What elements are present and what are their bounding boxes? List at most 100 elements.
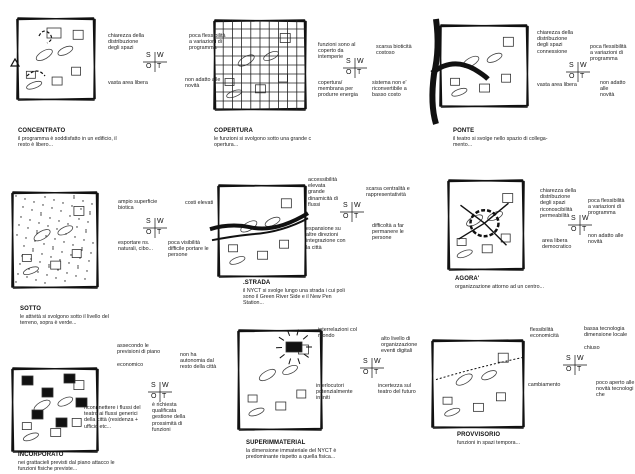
sotto-dot	[59, 259, 61, 261]
incorporato-swot-o: O	[151, 393, 157, 400]
sotto-dot	[29, 219, 31, 221]
agora-room	[456, 238, 467, 246]
sotto-dot	[55, 277, 57, 279]
agora-strengths: chiarezza della distribuzione degli spaz…	[540, 188, 576, 219]
sotto-dot	[16, 234, 18, 236]
concentrato-dashed-line	[38, 30, 53, 44]
provvisorio-room	[495, 392, 506, 402]
sotto-dot	[49, 217, 51, 219]
sotto-dot	[51, 207, 53, 209]
sotto-strengths: ampio superficie biotica	[118, 199, 158, 212]
strada-swot-s: S	[343, 202, 348, 209]
sotto-dot	[50, 256, 52, 258]
strada-swot-w: W	[354, 202, 361, 209]
incorporato-opportunities: riconnnettere i flussi del teatro ai flu…	[84, 405, 141, 430]
concentrato-green-blob	[35, 48, 53, 61]
strada-swot-t: T	[354, 213, 359, 220]
strada-green-blob	[229, 256, 246, 265]
strada-sketch-frame	[217, 184, 307, 278]
agora-description: organizzazione attorno ad un centro...	[455, 284, 544, 290]
sotto-dot	[18, 224, 20, 226]
strada-room	[280, 198, 292, 209]
sotto-dot	[81, 249, 83, 251]
superimmaterial-green-blob	[282, 364, 298, 376]
concentrato-room	[25, 70, 36, 79]
sotto-room	[50, 260, 62, 270]
concentrato-room	[71, 66, 81, 76]
sotto-green-blob	[57, 225, 74, 236]
sotto-dot	[24, 198, 26, 200]
sotto-dot	[37, 271, 39, 273]
sotto-dot	[62, 202, 64, 204]
sotto-dot	[40, 214, 42, 216]
sotto-dot	[39, 261, 41, 263]
concentrato-threats: non adatto alle novità	[185, 77, 221, 90]
strada-road-edge	[211, 217, 309, 242]
sotto-weaknesses: costi elevati	[185, 200, 214, 206]
copertura-swot-t: T	[357, 69, 362, 76]
sotto-dot	[79, 257, 81, 259]
ponte-room	[479, 83, 491, 93]
sotto-dot	[41, 253, 43, 255]
provvisorio-room	[442, 396, 453, 405]
copertura-threats: sistema non e' riconvertibile a basso co…	[372, 80, 407, 99]
sotto-dot	[73, 195, 75, 197]
sotto-room	[71, 249, 82, 259]
ponte-title: PONTE	[453, 128, 475, 134]
incorporato-swot-t: T	[162, 393, 167, 400]
copertura-sketch-frame	[213, 19, 307, 111]
superimmaterial-ray	[279, 353, 285, 359]
ponte-threats: non adatto alle novità	[600, 80, 626, 99]
superimmaterial-strengths: interrelazioni col mondo	[318, 327, 357, 340]
agora-swot-o: O	[571, 226, 577, 233]
sotto-dot	[46, 274, 48, 276]
sotto-swot-s: S	[146, 218, 151, 225]
superimmaterial-title: SUPERIMMATERIAL	[246, 440, 306, 446]
sotto-dot	[87, 221, 89, 223]
strada-threats: difficoltà a far permanere le persone	[372, 223, 404, 242]
provvisorio-title: PROVVISORIO	[457, 432, 501, 438]
sotto-dot	[74, 236, 76, 238]
agora-spoke	[458, 222, 485, 240]
sotto-dot	[65, 233, 67, 235]
superimmaterial-ray	[296, 329, 299, 336]
copertura-swot-w: W	[357, 58, 364, 65]
sotto-dot	[68, 262, 70, 264]
superimmaterial-threats: incertezza sul teatro del futuro	[378, 383, 416, 396]
superimmaterial-ray	[288, 358, 292, 365]
provvisorio-room	[472, 402, 484, 412]
sotto-dot	[42, 204, 44, 206]
superimmaterial-ray	[302, 334, 309, 340]
sotto-dot	[48, 264, 50, 266]
provvisorio-sketch-frame	[431, 339, 525, 429]
provvisorio-threats: poco aperto alle novità tecnologi che	[596, 380, 635, 399]
provvisorio-swot-t: T	[577, 366, 582, 373]
sotto-dot	[86, 270, 88, 272]
sotto-dot	[19, 263, 21, 265]
strada-green-blob	[264, 216, 281, 227]
agora-swot-w: W	[582, 215, 589, 222]
sotto-dot	[47, 225, 49, 227]
incorporato-swot-w: W	[162, 382, 169, 389]
agora-sketch-frame	[447, 179, 525, 271]
concentrato-strengths: chiarezza della distribuzione degli spaz…	[108, 33, 144, 52]
copertura-swot-o: O	[346, 69, 352, 76]
ponte-swot-t: T	[580, 73, 585, 80]
superimmaterial-sketch-frame	[237, 329, 323, 431]
concentrato-green-blob	[26, 80, 43, 90]
sotto-dot	[77, 267, 79, 269]
sotto-room	[73, 205, 85, 216]
incorporato-weaknesses: non ha autonomia dal resto della città	[180, 352, 217, 371]
agora-spoke	[484, 202, 509, 224]
strada-room	[279, 239, 290, 249]
sotto-dot	[85, 231, 87, 233]
sotto-dot	[80, 208, 82, 210]
copertura-green-blob	[226, 89, 243, 99]
incorporato-tower	[63, 373, 76, 384]
sotto-dot	[63, 241, 65, 243]
superimmaterial-room	[275, 401, 287, 411]
ponte-room	[501, 73, 512, 83]
ponte-room	[502, 36, 514, 47]
sotto-dot	[31, 209, 33, 211]
